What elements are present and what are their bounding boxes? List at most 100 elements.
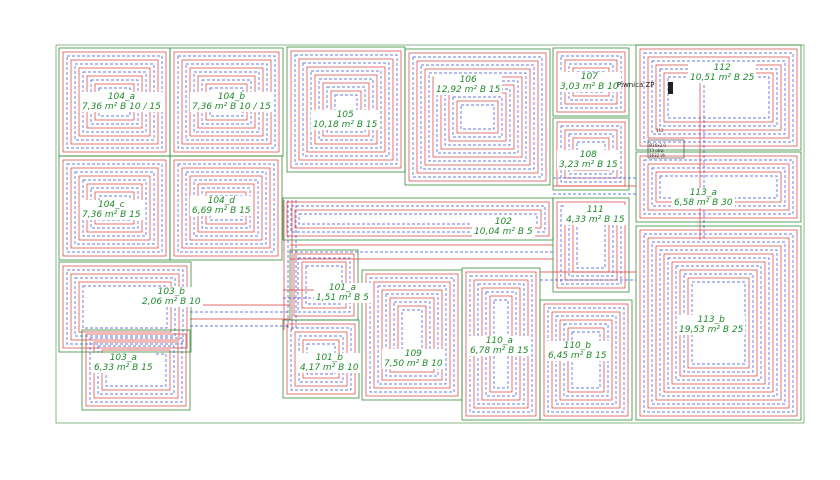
supply-loop bbox=[639, 229, 798, 417]
return-loop bbox=[691, 281, 746, 365]
wall-outline bbox=[552, 47, 630, 117]
zone-id: 104_d bbox=[207, 196, 236, 206]
return-loop bbox=[297, 257, 351, 313]
zone-area: 19,53 m² B 25 bbox=[679, 325, 744, 335]
supply-loop bbox=[655, 245, 782, 401]
zone-id: 110_a bbox=[485, 336, 513, 346]
zone-id: 103_a bbox=[109, 353, 137, 363]
wall-outline bbox=[635, 225, 802, 421]
zone-area: 6,78 m² B 15 bbox=[470, 346, 529, 356]
supply-loop bbox=[381, 289, 443, 381]
supply-loop bbox=[70, 273, 180, 341]
zone-id: 110_b bbox=[563, 341, 592, 351]
zone-id: 111 bbox=[586, 205, 604, 215]
supply-loop bbox=[62, 265, 188, 349]
wall-outline bbox=[58, 261, 192, 353]
zone-id: 112 bbox=[713, 63, 731, 73]
return-loop bbox=[302, 62, 390, 157]
supply-loop bbox=[298, 58, 394, 161]
wall-outline bbox=[169, 155, 283, 261]
zone-area: 7,36 m² B 10 / 15 bbox=[192, 102, 271, 112]
manifold-marker bbox=[668, 82, 673, 94]
wall-outline bbox=[404, 48, 551, 186]
zone-area: 2,06 m² B 10 bbox=[142, 297, 201, 307]
return-loop bbox=[667, 76, 770, 119]
return-loop bbox=[576, 221, 606, 269]
wall-outline bbox=[552, 117, 630, 191]
return-loop bbox=[385, 293, 439, 377]
return-loop bbox=[66, 269, 184, 345]
manifold-line: 1632 l/h bbox=[649, 153, 666, 158]
return-loop bbox=[675, 265, 762, 381]
return-loop bbox=[185, 63, 268, 141]
zone-id: 106 bbox=[459, 75, 477, 85]
supply-loop bbox=[556, 201, 626, 289]
zone-area: 6,33 m² B 15 bbox=[94, 363, 153, 373]
wall-outline bbox=[361, 269, 463, 401]
return-loop bbox=[651, 60, 786, 135]
zone-area: 10,04 m² B 5 bbox=[474, 227, 533, 237]
zone-id: 104_a bbox=[107, 92, 136, 102]
return-loop bbox=[185, 171, 267, 245]
return-loop bbox=[294, 54, 398, 165]
return-loop bbox=[667, 257, 770, 389]
manifold-line: 13 obw. bbox=[649, 148, 665, 153]
zone-area: 6,45 m² B 15 bbox=[548, 351, 607, 361]
supply-loop bbox=[78, 281, 172, 333]
supply-loop bbox=[671, 261, 766, 385]
supply-loop bbox=[465, 271, 537, 417]
wall-outline bbox=[81, 329, 191, 411]
supply-loop bbox=[314, 74, 378, 145]
return-loop bbox=[651, 241, 786, 405]
supply-loop bbox=[556, 51, 626, 113]
return-loop bbox=[369, 277, 455, 393]
zone-id: 109 bbox=[404, 349, 422, 359]
manifold-note: Ø16x2.0 13 obw. 1632 l/h bbox=[649, 143, 666, 158]
zone-area: 10,18 m² B 15 bbox=[313, 120, 378, 130]
supply-loop bbox=[78, 175, 151, 241]
supply-loop bbox=[62, 51, 167, 153]
supply-loop bbox=[647, 163, 790, 211]
supply-loop bbox=[389, 297, 435, 373]
supply-loop bbox=[416, 60, 539, 174]
supply-loop bbox=[286, 201, 550, 237]
supply-loop bbox=[572, 217, 610, 273]
pipe-label: 112 bbox=[656, 128, 664, 133]
supply-loop bbox=[408, 52, 547, 182]
supply-loop bbox=[456, 100, 499, 134]
zone-id: 107 bbox=[580, 72, 598, 82]
zone-area: 7,36 m² B 10 / 15 bbox=[82, 102, 161, 112]
zone-area: 7,36 m² B 15 bbox=[82, 210, 141, 220]
return-loop bbox=[74, 171, 155, 245]
return-loop bbox=[643, 159, 794, 215]
return-loop bbox=[298, 213, 538, 225]
return-loop bbox=[66, 163, 163, 253]
supply-loop bbox=[543, 303, 629, 417]
return-loop bbox=[318, 78, 374, 141]
return-loop bbox=[659, 68, 778, 127]
room-name-label: Piwnica ZP bbox=[617, 81, 655, 89]
zone-area: 12,92 m² B 15 bbox=[436, 85, 501, 95]
return-loop bbox=[412, 56, 543, 178]
wall-outline bbox=[539, 299, 633, 421]
manifold-line: Ø16x2.0 bbox=[649, 143, 666, 148]
supply-loop bbox=[173, 159, 279, 257]
zone-id: 104_b bbox=[217, 92, 246, 102]
zone-area: 3,03 m² B 10 bbox=[560, 82, 619, 92]
zone-area: 3,23 m² B 15 bbox=[559, 160, 618, 170]
supply-loop bbox=[306, 66, 386, 153]
return-loop bbox=[444, 88, 511, 146]
supply-loop bbox=[663, 253, 774, 393]
supply-loop bbox=[173, 51, 280, 153]
zone-area: 6,58 m² B 30 bbox=[674, 198, 733, 208]
